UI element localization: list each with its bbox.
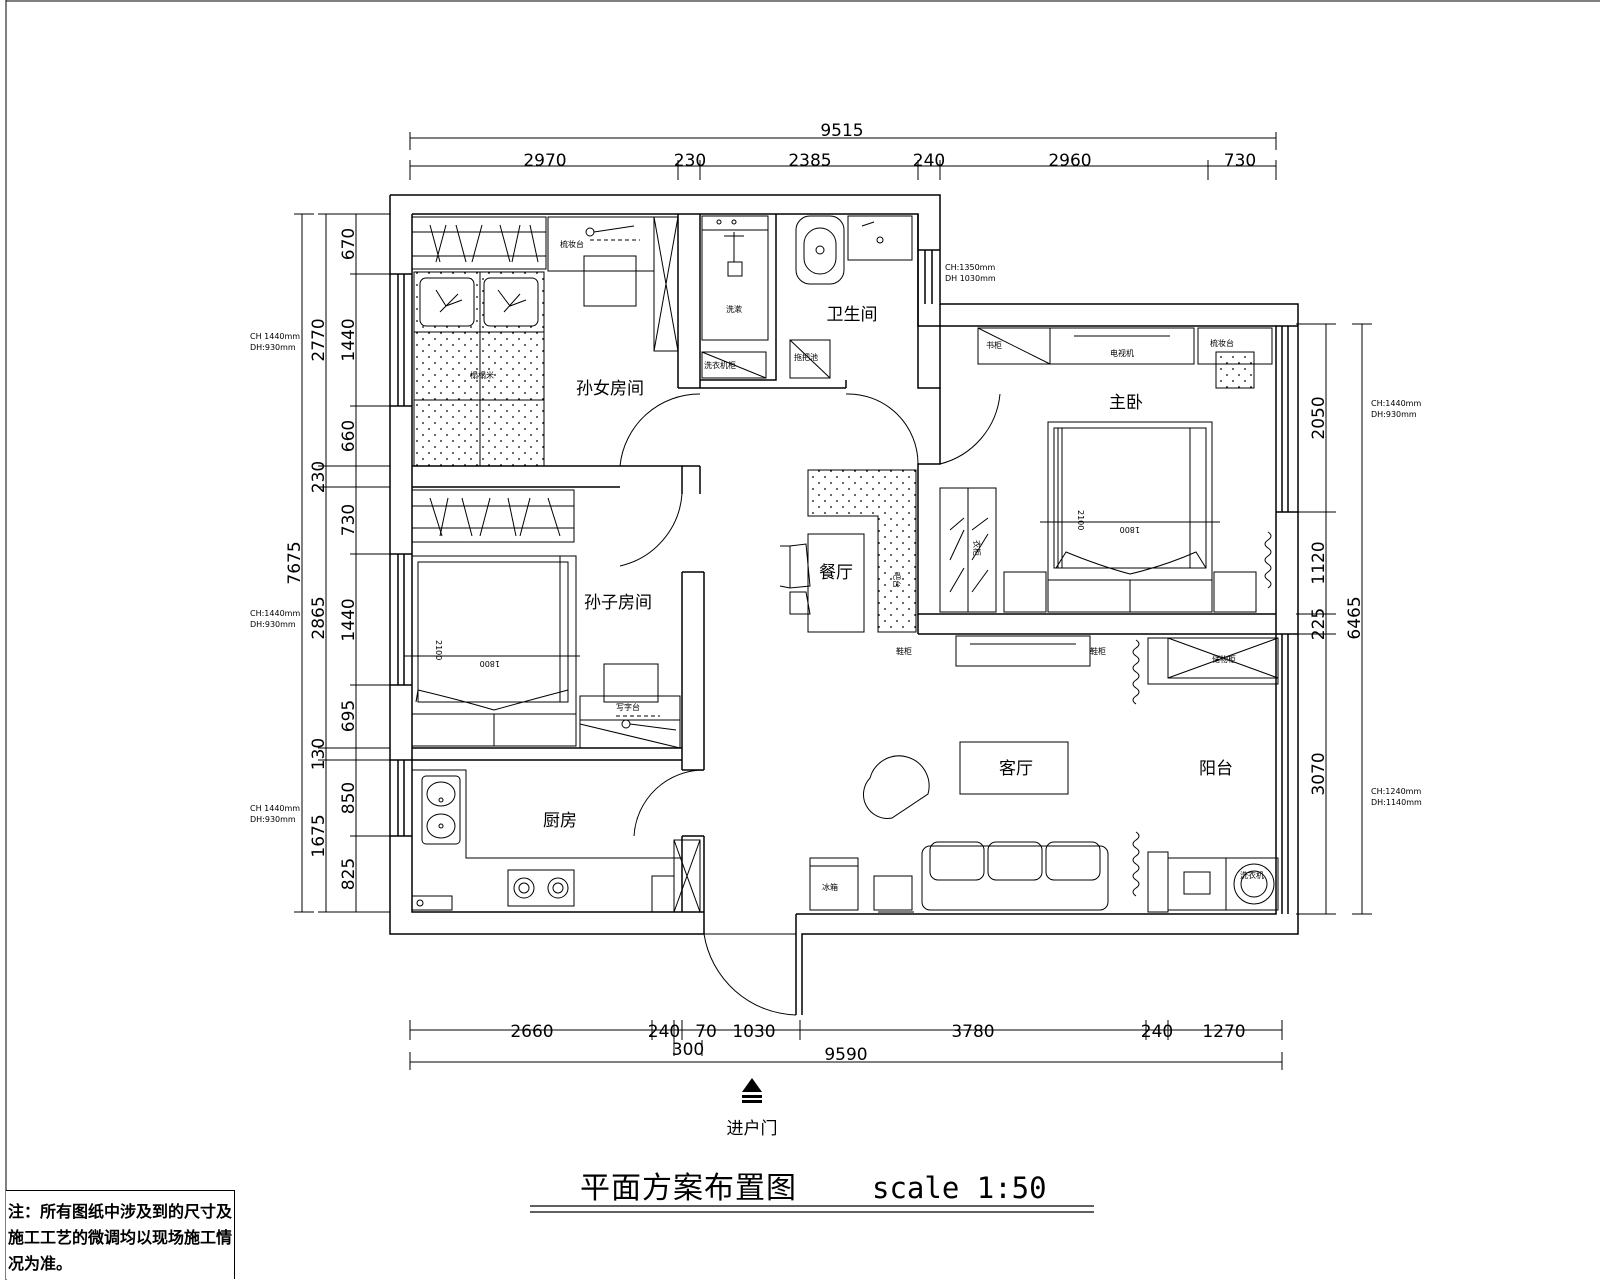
bottom-dim-extra: 300 [672, 1040, 704, 1060]
bottom-dim-4: 1030 [732, 1022, 775, 1042]
top-dim-5: 2960 [1048, 151, 1091, 171]
note-box: 注：所有图纸中涉及到的尺寸及施工工艺的微调均以现场施工情况为准。 [6, 1190, 235, 1279]
bottom-dim-3: 70 [695, 1022, 717, 1042]
laundry-cab-label: 洗衣机柜 [704, 360, 736, 370]
washbasin-label: 洗漱 [726, 304, 742, 314]
bottom-dimensions [409, 1020, 1283, 1070]
left-total-dim: 7675 [285, 541, 305, 584]
right-dim-1: 2050 [1309, 396, 1329, 439]
plan-scale: scale 1:50 [872, 1171, 1047, 1205]
entrance-label: 进户门 [727, 1119, 778, 1139]
left-inner-dim-7: 850 [339, 782, 359, 814]
bottom-dim-7: 1270 [1202, 1022, 1245, 1042]
window-note-ch-5: CH:1440mm [1371, 399, 1421, 408]
window-note-ch-6: CH:1240mm [1371, 787, 1421, 796]
left-mid-dim-1: 2770 [309, 318, 329, 361]
left-inner-dim-5: 1440 [339, 598, 359, 641]
left-inner-dim-6: 695 [339, 700, 359, 732]
tv-label: 电视机 [1110, 348, 1134, 358]
window-note-dh-4: DH 1030mm [945, 274, 996, 283]
room-balcony: 阳台 [1199, 759, 1233, 779]
walls [389, 194, 1299, 1015]
window-note-dh-2: DH:930mm [250, 620, 296, 629]
master-bed-length: 2100 [1076, 510, 1085, 530]
bottom-dim-2: 240 [648, 1022, 680, 1042]
washer-label: 洗衣机 [1240, 870, 1264, 880]
top-dim-4: 240 [913, 151, 945, 171]
mop-pool-label: 拖把池 [794, 352, 818, 362]
room-granddaughter: 孙女房间 [576, 379, 644, 399]
left-inner-dim-3: 660 [339, 420, 359, 452]
page-frame [5, 0, 1600, 1280]
bottom-dim-5: 3780 [951, 1022, 994, 1042]
boy-room-furniture [404, 489, 681, 749]
makeup-label: 梳妆台 [1210, 338, 1234, 348]
storage-label: 储物柜 [1212, 654, 1236, 664]
top-dim-2: 230 [674, 151, 706, 171]
boy-bed-width: 1800 [480, 659, 500, 668]
bottom-dim-6: 240 [1141, 1022, 1173, 1042]
tatami-label: 榻榻米 [470, 370, 494, 380]
cabinet-label: 衣柜 [972, 540, 982, 556]
left-mid-dim-4: 130 [309, 738, 329, 770]
right-dimensions [1296, 323, 1372, 915]
bookshelf-label: 书柜 [986, 340, 1002, 350]
kitchen-furniture [411, 769, 701, 913]
construction-note: 注：所有图纸中涉及到的尺寸及施工工艺的微调均以现场施工情况为准。 [8, 1202, 233, 1273]
bottom-total-dim: 9590 [824, 1045, 867, 1065]
top-total-dim: 9515 [820, 121, 863, 141]
room-dining: 餐厅 [819, 563, 853, 583]
window-note-dh-6: DH:1140mm [1371, 798, 1422, 807]
window-note-dh-5: DH:930mm [1371, 410, 1417, 419]
doors [619, 393, 1001, 1016]
right-dim-4: 3070 [1309, 752, 1329, 795]
left-mid-dim-3: 2865 [309, 596, 329, 639]
left-mid-dim-2: 230 [309, 461, 329, 493]
right-dim-2: 1120 [1309, 541, 1329, 584]
left-inner-dim-2: 1440 [339, 318, 359, 361]
left-inner-dim-1: 670 [339, 228, 359, 260]
desk-label: 写字台 [616, 702, 640, 712]
top-dim-1: 2970 [523, 151, 566, 171]
window-note-dh-3: DH:930mm [250, 815, 296, 824]
left-inner-dim-4: 730 [339, 504, 359, 536]
bar-label: 吧台 [892, 572, 902, 588]
top-dim-3: 2385 [788, 151, 831, 171]
shoe-cab-label-2: 鞋柜 [1090, 646, 1106, 656]
bottom-dim-1: 2660 [510, 1022, 553, 1042]
left-dimensions [294, 213, 390, 913]
window-note-ch-2: CH:1440mm [250, 609, 300, 618]
room-living: 客厅 [999, 759, 1033, 779]
fridge-label: 冰箱 [822, 882, 838, 892]
left-mid-dim-5: 1675 [309, 814, 329, 857]
window-note-ch-3: CH 1440mm [250, 804, 300, 813]
boy-bed-length: 2100 [434, 640, 443, 660]
window-note-ch-1: CH 1440mm [250, 332, 300, 341]
left-inner-dim-8: 825 [339, 858, 359, 890]
entrance-arrow-icon [742, 1078, 762, 1103]
top-dim-6: 730 [1224, 151, 1256, 171]
window-notes: CH 1440mm DH:930mm CH:1440mm DH:930mm CH… [250, 263, 1422, 824]
room-grandson: 孙子房间 [584, 593, 652, 613]
top-dimensions [409, 132, 1277, 180]
window-note-dh-1: DH:930mm [250, 343, 296, 352]
living-dining-furniture [779, 469, 1279, 913]
right-dim-3: 225 [1309, 608, 1329, 640]
dresser-label: 梳妆台 [560, 239, 584, 249]
room-kitchen: 厨房 [543, 811, 577, 831]
girl-room-furniture [411, 216, 679, 467]
room-master: 主卧 [1109, 393, 1143, 413]
master-bedroom-furniture [939, 327, 1273, 613]
window-note-ch-4: CH:1350mm [945, 263, 995, 272]
right-total-dim: 6465 [1345, 596, 1365, 639]
plan-title: 平面方案布置图 [580, 1171, 797, 1206]
shoe-cab-label-1: 鞋柜 [896, 646, 912, 656]
room-bathroom: 卫生间 [827, 305, 878, 325]
bathroom-furniture [701, 215, 913, 379]
master-bed-width: 1800 [1120, 525, 1140, 534]
